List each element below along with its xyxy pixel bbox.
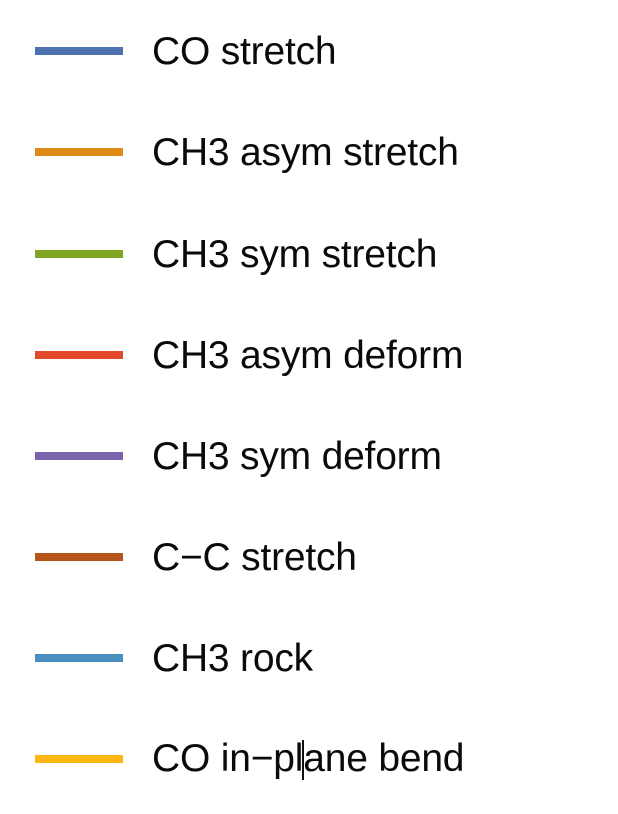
legend-entry-ch3-asym-deform[interactable]: CH3 asym deform bbox=[0, 304, 618, 405]
legend-entry-cc-stretch[interactable]: C−C stretch bbox=[0, 506, 618, 607]
legend-swatch-wrap bbox=[0, 0, 152, 101]
legend-entry-co-stretch[interactable]: CO stretch bbox=[0, 0, 618, 101]
legend-swatch-wrap bbox=[0, 506, 152, 607]
legend-swatch-ch3-rock bbox=[35, 653, 123, 662]
legend-swatch-ch3-sym-deform bbox=[35, 451, 123, 460]
legend-entry-ch3-sym-stretch[interactable]: CH3 sym stretch bbox=[0, 203, 618, 304]
legend-entry-ch3-sym-deform[interactable]: CH3 sym deform bbox=[0, 405, 618, 506]
legend-swatch-co-stretch bbox=[35, 46, 123, 55]
legend-swatch-wrap bbox=[0, 101, 152, 202]
legend-swatch-ch3-asym-stretch bbox=[35, 147, 123, 156]
legend-label-ch3-rock: CH3 rock bbox=[152, 637, 313, 680]
text-caret-icon bbox=[302, 740, 305, 780]
legend-swatch-wrap bbox=[0, 607, 152, 708]
legend-swatch-wrap bbox=[0, 203, 152, 304]
legend-label-segment-after-caret: ane bend bbox=[303, 737, 465, 780]
legend-swatch-wrap bbox=[0, 708, 152, 809]
legend-entry-co-in-plane-bend[interactable]: CO in−plane bend bbox=[0, 708, 618, 809]
legend-label-ch3-sym-stretch: CH3 sym stretch bbox=[152, 233, 438, 276]
legend-swatch-wrap bbox=[0, 304, 152, 405]
legend-label-co-in-plane-bend: CO in−plane bend bbox=[152, 737, 465, 780]
legend-swatch-ch3-sym-stretch bbox=[35, 249, 123, 258]
legend-label-cc-stretch: C−C stretch bbox=[152, 536, 357, 579]
legend-label-ch3-asym-deform: CH3 asym deform bbox=[152, 334, 464, 377]
legend-label-ch3-asym-stretch: CH3 asym stretch bbox=[152, 131, 459, 174]
legend-label-co-stretch: CO stretch bbox=[152, 30, 337, 73]
legend-label-ch3-sym-deform: CH3 sym deform bbox=[152, 435, 442, 478]
legend-entry-ch3-asym-stretch[interactable]: CH3 asym stretch bbox=[0, 101, 618, 202]
legend-label-segment-before-caret: CO in−pl bbox=[152, 737, 304, 780]
legend-entry-ch3-rock[interactable]: CH3 rock bbox=[0, 607, 618, 708]
legend-swatch-wrap bbox=[0, 405, 152, 506]
legend-swatch-cc-stretch bbox=[35, 552, 123, 561]
legend-swatch-ch3-asym-deform bbox=[35, 350, 123, 359]
legend-swatch-co-in-plane-bend bbox=[35, 754, 123, 763]
